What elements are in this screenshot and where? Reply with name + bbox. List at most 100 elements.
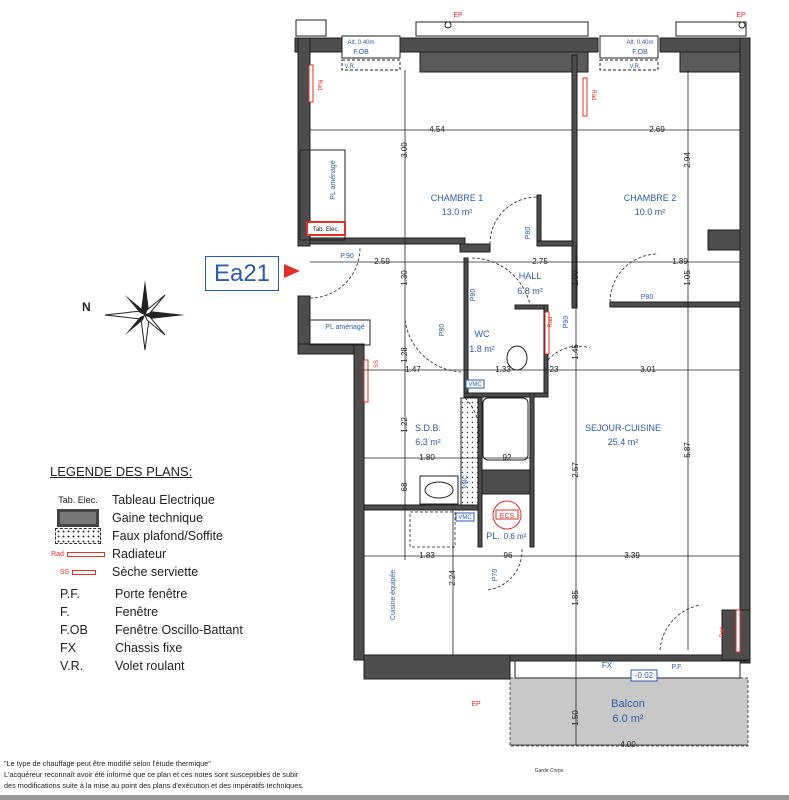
vmc-label: VMC (468, 382, 482, 388)
top-facade (294, 19, 751, 73)
dim-label: 1.80 (419, 453, 435, 462)
legend-item: Rad Radiateur (50, 545, 243, 563)
room-name-hall: HALL (519, 271, 542, 281)
tab-elec-label: Tab. Elec. (313, 227, 340, 233)
dim-label: 2.59 (374, 257, 390, 266)
dimension-lines (310, 70, 748, 746)
ep-label: EP (736, 12, 746, 19)
ecs-tank (492, 500, 522, 530)
dim-label: 23 (550, 365, 559, 374)
window-pf-label: P.F. (671, 664, 682, 671)
room-area-sejour: 25.4 m² (608, 437, 639, 447)
room-name-placard: PL. (486, 531, 500, 541)
dim-label: 2.75 (532, 257, 548, 266)
legend-code: V.R. (60, 659, 84, 673)
dimension-labels: 4.54 2.69 3.00 2.94 2.59 2.75 1.89 1.30 … (374, 125, 692, 749)
dim-label: 4.54 (429, 125, 445, 134)
dim-label: 4.00 (620, 740, 636, 749)
legend-code: F.OB (60, 623, 88, 637)
dim-label: 1.05 (683, 270, 692, 286)
rad-symbol-text: Rad (51, 550, 64, 558)
legend-label: Chassis fixe (115, 641, 183, 655)
dim-label: 2.94 (683, 152, 692, 168)
legend-item: Faux plafond/Soffite (50, 527, 243, 545)
cuisine-equipee-label: Cuisine équipée (390, 570, 397, 620)
dim-label: 92 (503, 453, 512, 462)
garde-corps-label: Garde Corps (535, 768, 564, 774)
dim-label: 2.24 (448, 570, 457, 586)
rad-label: Rad (720, 626, 726, 637)
door-swings (309, 196, 701, 651)
room-area-chambre1: 13.0 m² (442, 207, 473, 217)
disclaimer-notes: "Le type de chauffage peut être modifié … (4, 758, 304, 791)
north-label: N (82, 300, 91, 314)
placard-amenage-label: PL aménagé (330, 160, 337, 200)
note-line: des modifications suite à la mise au poi… (4, 781, 304, 790)
dim-label: 68 (400, 482, 409, 491)
level-label: -0.02 (635, 671, 654, 680)
legend-label: Sèche serviette (112, 565, 199, 579)
rad-label: Rad (316, 79, 322, 90)
dim-label: 1.00 (571, 270, 580, 286)
radiateur-icon: Rad (50, 551, 106, 558)
ss-symbol-text: SS (59, 568, 70, 576)
room-labels: CHAMBRE 1 13.0 m² CHAMBRE 2 10.0 m² HALL… (415, 193, 676, 725)
door-label: P80 (470, 289, 477, 302)
ep-label: EP (471, 701, 481, 708)
door-label: P80 (439, 324, 446, 337)
tab-elec-symbol: Tab. Elec. (58, 495, 98, 505)
dim-label: 1.22 (400, 417, 409, 433)
dim-label: 1.28 (400, 347, 409, 363)
window-fx-label: FX (602, 661, 613, 670)
legend-item: V.R. Volet roulant (50, 657, 243, 675)
room-area-hall: 6.8 m² (517, 286, 543, 296)
room-name-chambre1: CHAMBRE 1 (431, 193, 484, 203)
annotations: EP EP EP Alt. 0.40m F.OB Alt. 0.40m F.OB… (306, 12, 746, 774)
room-name-sdb: S.D.B. (415, 423, 441, 433)
gaine-technique-icon (50, 509, 106, 527)
room-name-chambre2: CHAMBRE 2 (624, 193, 677, 203)
legend-item: Gaine technique (50, 509, 243, 527)
window-alt-label: Alt. 0.40m (347, 40, 374, 46)
walls (297, 37, 751, 680)
room-area-sdb: 6.3 m² (415, 437, 441, 447)
door-label: P90 (563, 316, 570, 329)
dim-label: 1.30 (400, 270, 409, 286)
dim-label: 3.39 (624, 551, 640, 560)
window-alt-label: Alt. 0.40m (626, 40, 653, 46)
dim-label: 1.85 (571, 590, 580, 606)
legend-label: Gaine technique (112, 511, 204, 525)
window-fob-label: F.OB (632, 49, 648, 56)
faux-plafond-icon (50, 528, 106, 544)
room-area-balcon: 6.0 m² (612, 713, 644, 725)
entrance-arrow-icon (284, 264, 300, 278)
room-area-placard: 0.6 m² (504, 532, 527, 541)
legend-label: Porte fenêtre (115, 587, 188, 601)
note-line: "Le type de chauffage peut être modifié … (4, 759, 211, 768)
legend-item: SS Sèche serviette (50, 563, 243, 581)
legend-item: P.F. Porte fenêtre (50, 585, 243, 603)
rad-label: Rad (548, 316, 554, 327)
seche-serviette-icon: SS (50, 569, 106, 576)
legend-label: Fenêtre (115, 605, 159, 619)
balcony-floor (509, 677, 749, 747)
legend-label: Volet roulant (115, 659, 185, 673)
legend-label: Faux plafond/Soffite (112, 529, 223, 543)
dim-label: 1.47 (405, 365, 421, 374)
window-fob-label: F.OB (353, 49, 369, 56)
note-line: L'acquéreur reconnaît avoir été informé … (4, 770, 299, 779)
dim-label: 1.83 (419, 551, 435, 560)
legend-code: P.F. (60, 587, 80, 601)
radiators (308, 64, 741, 653)
ep-label: EP (453, 12, 463, 19)
legend: LEGENDE DES PLANS: Tab. Elec. Tableau El… (50, 464, 243, 675)
legend-title: LEGENDE DES PLANS: (50, 464, 193, 479)
door-label: P70 (492, 569, 499, 582)
page-bottom-border (0, 795, 789, 800)
dim-label: 3.00 (400, 142, 409, 158)
dim-label: 1.89 (672, 257, 688, 266)
ss-label: SS (374, 360, 380, 368)
legend-code: FX (60, 641, 76, 655)
dim-label: 1.45 (571, 344, 580, 360)
